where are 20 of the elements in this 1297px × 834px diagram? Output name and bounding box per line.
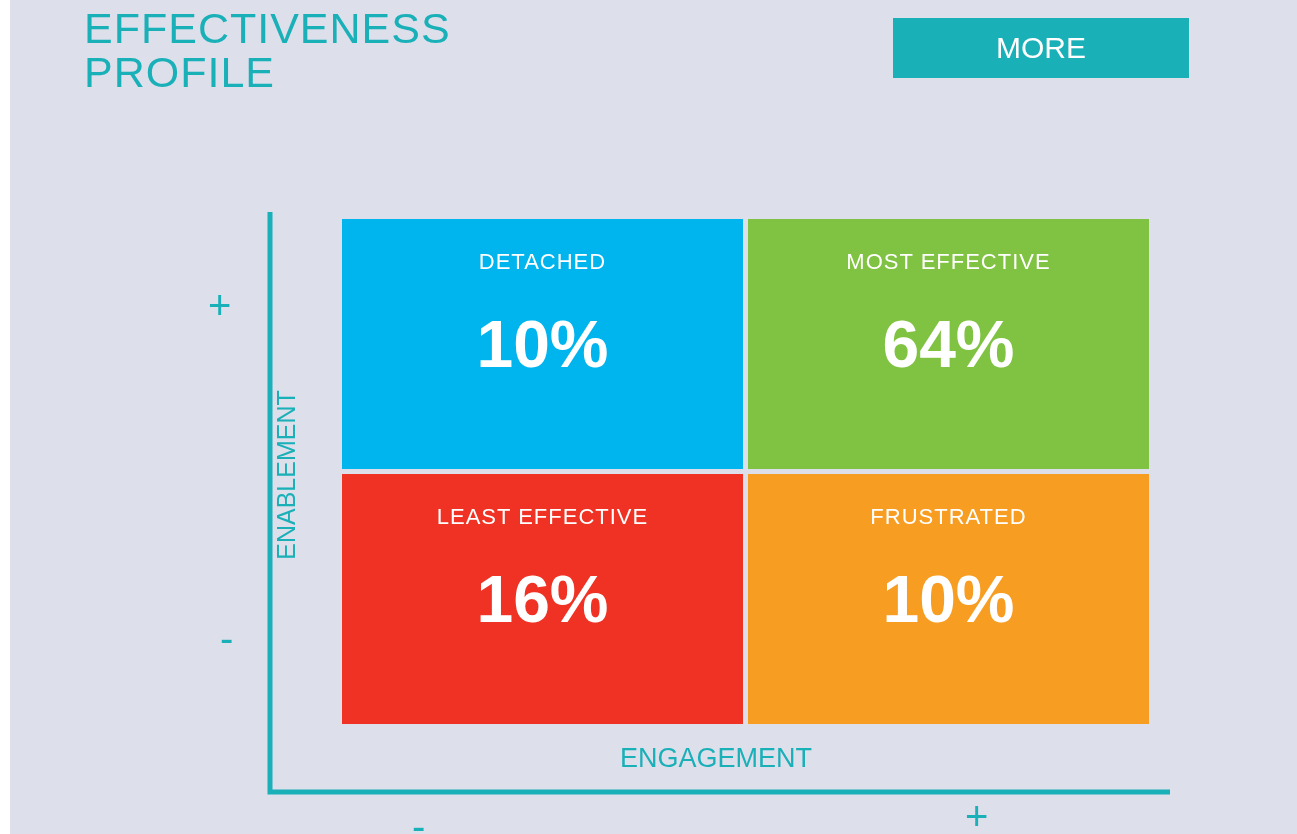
quadrant-name: FRUSTRATED bbox=[870, 504, 1027, 530]
quadrant-box bbox=[342, 474, 743, 724]
percentage: 10% bbox=[476, 311, 609, 377]
axis-sign: - bbox=[412, 806, 426, 834]
axis-sign: + bbox=[965, 796, 989, 834]
quadrant-box bbox=[342, 219, 743, 469]
title: EFFECTIVENESS PROFILE bbox=[84, 6, 452, 94]
percentage: 16% bbox=[476, 566, 609, 632]
more-button: MORE bbox=[893, 18, 1189, 78]
quadrant-name: LEAST EFFECTIVE bbox=[436, 504, 649, 530]
quadrant-name: DETACHED bbox=[478, 249, 607, 275]
axis-label: ENGAGEMENT bbox=[620, 745, 813, 772]
quadrant-name: MOST EFFECTIVE bbox=[846, 249, 1051, 275]
quadrant-box bbox=[748, 474, 1149, 724]
axis-sign: + bbox=[208, 285, 232, 325]
quadrant-box bbox=[748, 219, 1149, 469]
axis-sign: - bbox=[220, 618, 234, 658]
percentage: 64% bbox=[882, 311, 1015, 377]
percentage: 10% bbox=[882, 566, 1015, 632]
axis-label: ENABLEMENT bbox=[273, 390, 299, 560]
